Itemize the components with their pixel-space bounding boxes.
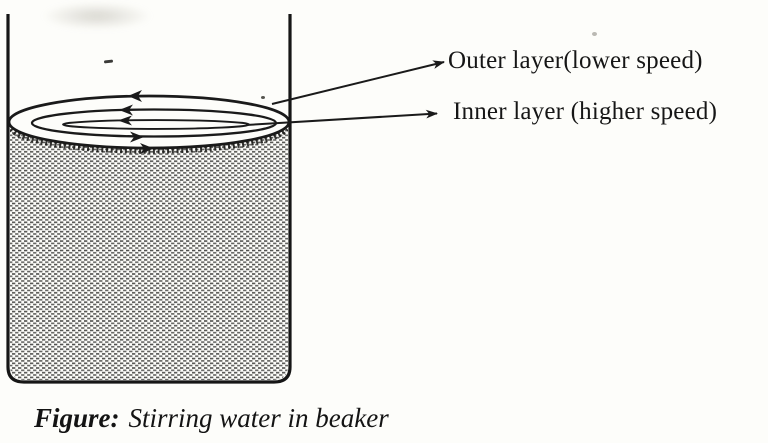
caption-text: Stirring water in beaker	[128, 403, 389, 433]
outer-layer-callout-line	[271, 60, 445, 105]
scan-speck	[261, 96, 265, 99]
stir-ring-outer	[7, 94, 291, 150]
arrow-left-icon	[128, 90, 142, 102]
scan-speck	[592, 32, 597, 36]
arrow-right-icon	[130, 131, 144, 143]
arrow-right-icon	[140, 143, 154, 154]
arrow-left-icon	[118, 115, 132, 126]
inner-layer-label: Inner layer (higher speed)	[453, 98, 718, 125]
water-stipple-texture	[10, 121, 288, 380]
inner-layer-callout-line	[245, 109, 438, 126]
caption-prefix: Figure:	[34, 403, 120, 433]
water-surface-dash-row	[10, 127, 288, 154]
water-body	[10, 121, 288, 380]
figure-caption: Figure: Stirring water in beaker	[34, 402, 389, 434]
arrow-left-icon	[119, 104, 133, 116]
beaker-outline	[6, 14, 292, 384]
outer-layer-label: Outer layer(lower speed)	[448, 47, 703, 74]
